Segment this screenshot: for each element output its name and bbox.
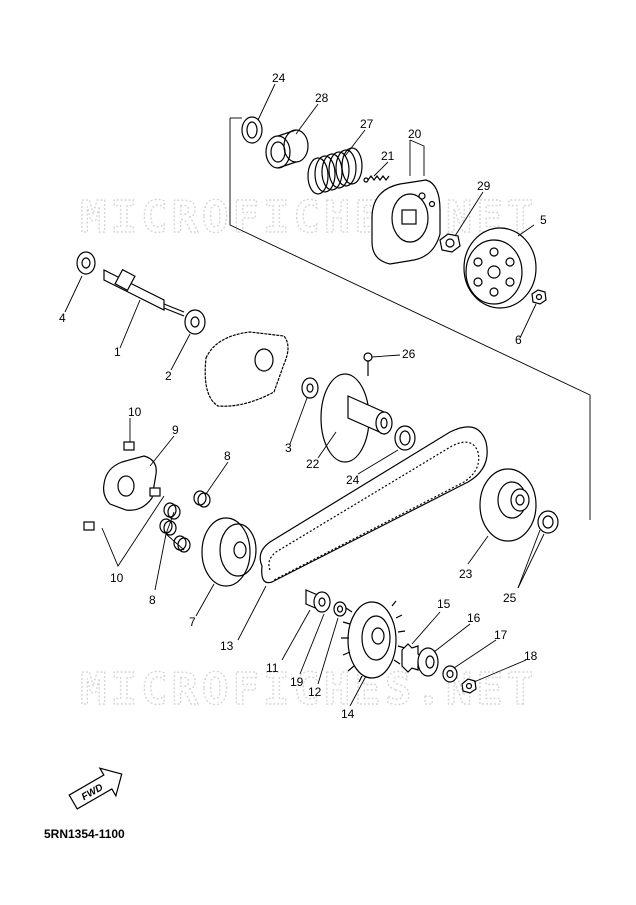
callout-22: 22	[306, 457, 320, 471]
part-6-nut	[531, 289, 547, 305]
part-12-washer	[333, 601, 347, 617]
part-28-collar	[265, 129, 309, 169]
callout-12: 12	[308, 685, 322, 699]
part-17-washer	[442, 665, 458, 683]
diagram-code: 5RN1354-1100	[44, 827, 125, 841]
callout-18: 18	[524, 649, 538, 663]
part-8-roller-1	[193, 490, 211, 508]
callout-26: 26	[402, 347, 416, 361]
callout-3: 3	[285, 441, 292, 455]
part-8-roller-4	[173, 535, 191, 553]
part-10-slider-top	[123, 441, 135, 451]
callout-2: 2	[165, 369, 172, 383]
callout-29: 29	[477, 179, 491, 193]
part-5-clutch-housing	[463, 227, 537, 309]
callout-15: 15	[437, 597, 451, 611]
callout-19: 19	[290, 675, 304, 689]
part-1-shaft	[103, 268, 185, 317]
part-24-seal-top	[241, 116, 263, 144]
part-4-bearing	[76, 251, 96, 275]
gasket	[204, 331, 289, 407]
callout-10-bottom: 10	[110, 571, 124, 585]
leader-lines	[64, 83, 545, 707]
part-14-fan-sheave	[341, 600, 406, 683]
part-10-slider-right	[149, 487, 161, 497]
part-10-slider-left	[83, 521, 95, 531]
callout-labels: 24 28 27 20 21 29 5 6 4 1 2 3 26 22 24 2…	[59, 71, 547, 721]
part-25-o-ring	[537, 510, 559, 534]
part-22-sliding-sheave	[320, 373, 393, 463]
part-24-seal-lower	[394, 425, 416, 451]
callout-11: 11	[266, 661, 279, 675]
part-13-v-belt	[259, 426, 488, 584]
part-8-roller-3	[159, 518, 177, 536]
callout-14: 14	[341, 707, 355, 721]
part-9-cam	[103, 455, 157, 511]
part-27-spring	[307, 147, 363, 195]
part-7-primary-sheave	[201, 517, 257, 587]
part-2-bearing	[184, 309, 206, 335]
callout-8-top: 8	[224, 449, 231, 463]
callout-16: 16	[467, 611, 481, 625]
callout-6: 6	[515, 333, 522, 347]
fwd-arrow: FWD	[68, 767, 123, 810]
callout-21: 21	[381, 149, 395, 163]
callout-5: 5	[540, 213, 547, 227]
callout-20: 20	[408, 127, 422, 141]
callout-8-bottom: 8	[149, 593, 156, 607]
part-20-clutch-carrier	[371, 179, 441, 265]
callout-24-top: 24	[272, 71, 286, 85]
group-boundary	[229, 117, 591, 520]
callout-27: 27	[360, 117, 374, 131]
part-18-nut	[461, 678, 477, 694]
part-29-nut	[439, 233, 461, 253]
callout-13: 13	[220, 639, 234, 653]
part-3-washer	[301, 377, 319, 399]
callout-23: 23	[459, 567, 473, 581]
callout-17: 17	[494, 628, 508, 642]
part-21-small-spring	[363, 175, 390, 183]
callout-1: 1	[114, 345, 121, 359]
callout-28: 28	[315, 91, 329, 105]
part-16-one-way-clutch	[417, 647, 439, 677]
watermark-bottom: MICROFICHES.NET	[80, 664, 537, 715]
callout-10-top: 10	[128, 405, 142, 419]
part-26-pin	[363, 352, 373, 376]
callout-7: 7	[189, 615, 196, 629]
callout-25: 25	[503, 591, 517, 605]
watermark-top: MICROFICHES.NET	[80, 192, 537, 243]
callout-4: 4	[59, 311, 66, 325]
callout-24-lower: 24	[346, 473, 360, 487]
part-23-fixed-sheave	[479, 468, 537, 542]
callout-9: 9	[172, 423, 179, 437]
part-11-collar	[305, 589, 331, 613]
